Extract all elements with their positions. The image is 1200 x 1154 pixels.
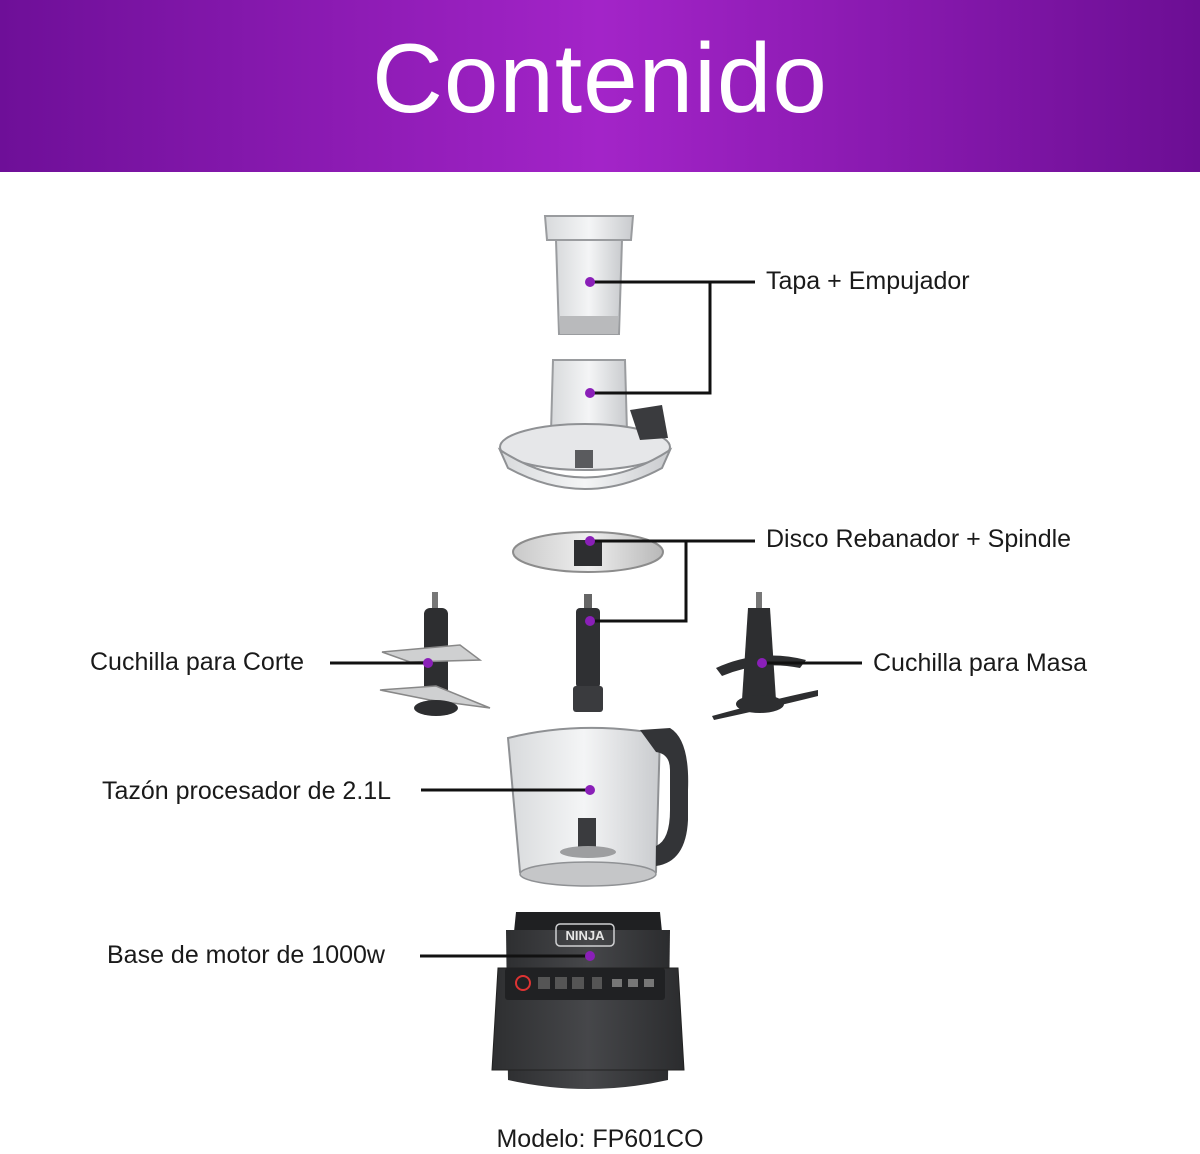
marker-dot (585, 616, 595, 626)
marker-dot (757, 658, 767, 668)
brand-logo-text: NINJA (565, 928, 605, 943)
motor-base: NINJA (491, 912, 685, 1089)
header-banner: Contenido (0, 0, 1200, 172)
callout-slicing-disc: Disco Rebanador + Spindle (766, 525, 1072, 553)
spindle (573, 594, 603, 712)
callout-markers (423, 277, 767, 961)
marker-dot (585, 785, 595, 795)
lid (497, 359, 673, 490)
leader-lid-pusher-bottom (590, 282, 712, 395)
callout-dough-blade: Cuchilla para Masa (873, 649, 1087, 677)
dough-blade (712, 592, 818, 720)
page-title: Contenido (372, 23, 828, 133)
leader-lines (330, 280, 862, 958)
marker-dot (585, 388, 595, 398)
brand-logo (555, 923, 615, 947)
callout-chopping-blade: Cuchilla para Corte (90, 648, 304, 676)
leader-spindle (590, 541, 688, 623)
marker-dot (585, 277, 595, 287)
marker-dot (585, 536, 595, 546)
chopping-blade (379, 592, 491, 716)
model-number: Modelo: FP601CO (496, 1125, 704, 1153)
marker-dot (585, 951, 595, 961)
marker-dot (423, 658, 433, 668)
callout-bowl: Tazón procesador de 2.1L (102, 777, 392, 805)
feed-pusher (543, 215, 635, 335)
processor-bowl (506, 726, 689, 887)
callout-lid-pusher: Tapa + Empujador (766, 267, 970, 295)
callout-motor-base: Base de motor de 1000w (107, 941, 385, 969)
